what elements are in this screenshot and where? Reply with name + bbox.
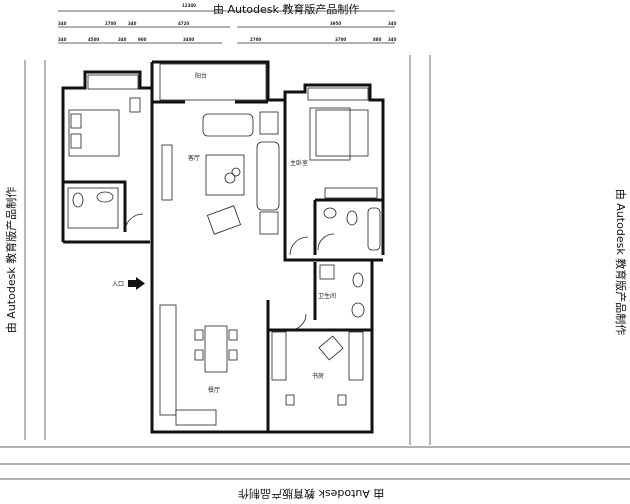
doors <box>124 213 335 331</box>
living-balcony <box>159 63 267 101</box>
toilet <box>72 192 84 208</box>
bedroom-balcony <box>87 74 139 90</box>
sofa <box>256 141 280 211</box>
dining-table <box>204 325 228 373</box>
side-table <box>259 111 279 135</box>
armchair <box>318 335 344 361</box>
chair <box>194 349 204 361</box>
top-dimension-row-2: 340 4500 340 900 3400 2700 3700 880 340 <box>58 37 397 42</box>
svg-text:4720: 4720 <box>178 21 189 26</box>
chair <box>285 394 295 406</box>
bathtub <box>367 207 381 251</box>
master-bed <box>315 109 369 157</box>
top-dimension-row-1: 340 2700 340 4720 3950 340 <box>58 21 397 26</box>
coffee-table <box>205 154 245 196</box>
svg-text:900: 900 <box>138 37 147 42</box>
toilet <box>352 272 364 288</box>
chair <box>129 97 141 113</box>
svg-text:880: 880 <box>373 37 382 42</box>
sink <box>351 302 365 318</box>
pillow <box>70 133 82 149</box>
toilet <box>346 210 358 226</box>
master-balcony <box>307 87 369 101</box>
master-bedroom-label: 主卧室 <box>290 159 308 167</box>
sofa <box>202 113 254 137</box>
entry-arrow-icon <box>128 277 145 290</box>
bookcase <box>271 331 287 381</box>
svg-text:340: 340 <box>128 21 137 26</box>
chair <box>228 329 238 341</box>
svg-text:340: 340 <box>388 37 397 42</box>
bathroom-label: 卫生间 <box>318 292 336 300</box>
living-room-label: 客厅 <box>188 154 200 162</box>
tv-cabinet <box>161 144 173 201</box>
kitchen-counter <box>159 304 177 416</box>
chair <box>228 349 238 361</box>
balcony-label: 阳台 <box>195 72 207 80</box>
side-table <box>259 211 279 235</box>
watermark-top: 由 Autodesk 教育版产品制作 <box>213 3 360 16</box>
svg-text:340: 340 <box>118 37 127 42</box>
svg-text:3950: 3950 <box>330 21 341 26</box>
svg-text:340: 340 <box>388 21 397 26</box>
wardrobe <box>324 187 378 199</box>
chair <box>194 329 204 341</box>
study-label: 书房 <box>312 372 324 380</box>
svg-text:3700: 3700 <box>335 37 346 42</box>
entry-label: 入口 <box>112 281 124 288</box>
sink <box>96 191 114 203</box>
armchair <box>206 205 242 235</box>
svg-text:2700: 2700 <box>250 37 261 42</box>
chair <box>337 394 347 406</box>
svg-text:340: 340 <box>58 37 67 42</box>
svg-text:4500: 4500 <box>88 37 99 42</box>
walls <box>61 60 385 434</box>
dimension-lines <box>0 10 630 480</box>
pillow <box>70 113 82 129</box>
sink <box>323 207 337 219</box>
kitchen-sink-counter <box>175 409 217 426</box>
svg-text:2700: 2700 <box>105 21 116 26</box>
rug <box>309 107 351 161</box>
overall-dimension: 12340 <box>182 3 196 8</box>
washing-machine <box>319 264 335 280</box>
svg-text:3400: 3400 <box>183 37 194 42</box>
svg-text:340: 340 <box>58 21 67 26</box>
dining-label: 餐厅 <box>208 386 220 394</box>
bookcase <box>348 331 364 381</box>
